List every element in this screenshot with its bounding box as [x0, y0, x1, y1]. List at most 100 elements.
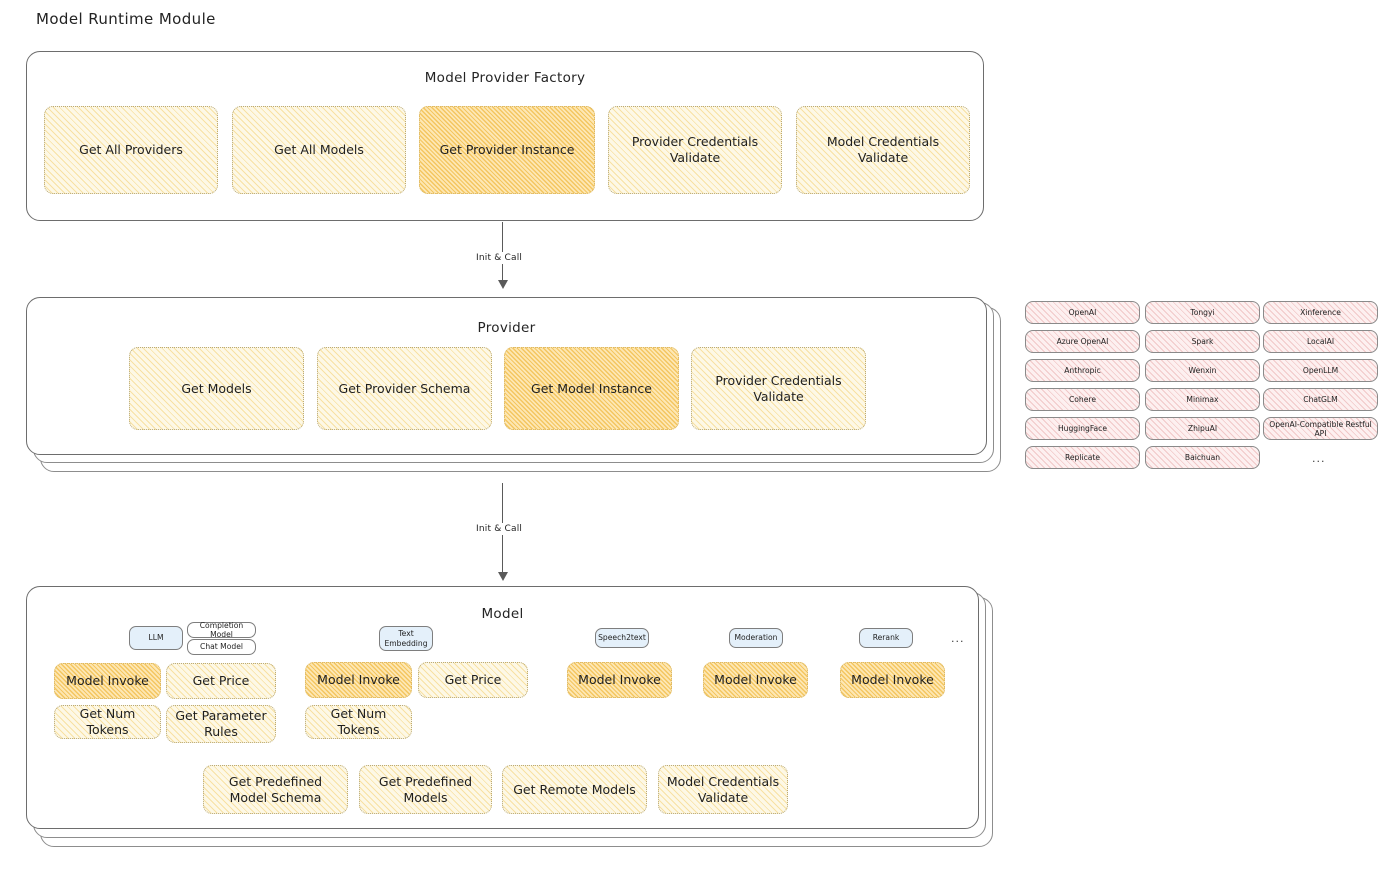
- provider-pill-xinference[interactable]: Xinference: [1263, 301, 1378, 324]
- model-common-get-predefined-model-schema[interactable]: Get Predefined Model Schema: [203, 765, 348, 814]
- factory-node-label: Get All Providers: [79, 142, 183, 157]
- arrow-factory-to-provider-head: [498, 280, 508, 289]
- factory-node-get-all-models[interactable]: Get All Models: [232, 106, 406, 194]
- method-label: Get Remote Models: [513, 781, 636, 797]
- llm-method-get-price[interactable]: Get Price: [166, 663, 276, 699]
- provider-pill-tongyi[interactable]: Tongyi: [1145, 301, 1260, 324]
- provider-pill-spark[interactable]: Spark: [1145, 330, 1260, 353]
- provider-list-more: ...: [1312, 452, 1326, 465]
- provider-pill-openllm[interactable]: OpenLLM: [1263, 359, 1378, 382]
- provider-pill-label: Cohere: [1068, 395, 1097, 404]
- model-provider-factory-title: Model Provider Factory: [424, 70, 586, 86]
- model-common-model-credentials-validate[interactable]: Model Credentials Validate: [658, 765, 788, 814]
- model-subtype-label: Chat Model: [200, 642, 243, 652]
- model-type-badge-llm[interactable]: LLM: [129, 626, 183, 650]
- factory-node-label: Get All Models: [274, 142, 364, 157]
- llm-method-get-num-tokens[interactable]: Get Num Tokens: [54, 705, 161, 739]
- method-label: Get Predefined Model Schema: [228, 773, 323, 805]
- provider-node-get-provider-schema[interactable]: Get Provider Schema: [317, 347, 492, 430]
- provider-pill-label: LocalAI: [1306, 337, 1335, 346]
- arrow-provider-to-model-label: Init & Call: [472, 523, 527, 535]
- provider-node-label: Get Model Instance: [531, 380, 652, 396]
- provider-pill-label: Xinference: [1300, 308, 1341, 317]
- provider-pill-label: Baichuan: [1184, 453, 1221, 462]
- provider-pill-cohere[interactable]: Cohere: [1025, 388, 1140, 411]
- provider-pill-zhipuai[interactable]: ZhipuAI: [1145, 417, 1260, 440]
- provider-pill-label: Replicate: [1064, 453, 1101, 462]
- provider-pill-label: OpenAI-Compatible Restful API: [1269, 419, 1372, 438]
- model-type-badge-rerank[interactable]: Rerank: [859, 628, 913, 648]
- model-type-badge-text-embedding[interactable]: Text Embedding: [379, 626, 433, 651]
- speech2text-method-model-invoke[interactable]: Model Invoke: [567, 662, 672, 698]
- provider-pill-label: HuggingFace: [1057, 424, 1108, 433]
- provider-pill-label: Tongyi: [1190, 308, 1215, 317]
- page-title: Model Runtime Module: [36, 10, 216, 28]
- method-label: Get Price: [444, 672, 502, 687]
- provider-pill-azure-openai[interactable]: Azure OpenAI: [1025, 330, 1140, 353]
- provider-pill-replicate[interactable]: Replicate: [1025, 446, 1140, 469]
- text-embedding-method-get-num-tokens[interactable]: Get Num Tokens: [305, 705, 412, 739]
- model-type-badge-speech2text[interactable]: Speech2text: [595, 628, 649, 648]
- text-embedding-method-get-price[interactable]: Get Price: [418, 662, 528, 698]
- model-type-label: LLM: [148, 633, 164, 643]
- llm-method-model-invoke[interactable]: Model Invoke: [54, 663, 161, 699]
- method-label: Model Invoke: [66, 673, 149, 688]
- text-embedding-method-model-invoke[interactable]: Model Invoke: [305, 662, 412, 698]
- method-label: Model Invoke: [714, 672, 797, 687]
- factory-node-get-provider-instance[interactable]: Get Provider Instance: [419, 106, 595, 194]
- factory-node-provider-credentials-validate[interactable]: Provider Credentials Validate: [608, 106, 782, 194]
- provider-node-provider-credentials-validate[interactable]: Provider Credentials Validate: [691, 347, 866, 430]
- provider-pill-huggingface[interactable]: HuggingFace: [1025, 417, 1140, 440]
- model-common-get-predefined-models[interactable]: Get Predefined Models: [359, 765, 492, 814]
- model-subtype-badge-completion-model[interactable]: Completion Model: [187, 621, 256, 639]
- provider-pill-anthropic[interactable]: Anthropic: [1025, 359, 1140, 382]
- model-type-label: Moderation: [734, 633, 778, 643]
- method-label: Model Credentials Validate: [666, 773, 780, 805]
- llm-method-get-parameter-rules[interactable]: Get Parameter Rules: [166, 705, 276, 743]
- provider-pill-openai-compatible-restful-api[interactable]: OpenAI-Compatible Restful API: [1263, 417, 1378, 440]
- provider-pill-minimax[interactable]: Minimax: [1145, 388, 1260, 411]
- provider-pill-label: OpenAI: [1068, 308, 1097, 317]
- provider-node-get-model-instance[interactable]: Get Model Instance: [504, 347, 679, 430]
- model-type-badge-moderation[interactable]: Moderation: [729, 628, 783, 648]
- provider-pill-label: ChatGLM: [1303, 395, 1338, 404]
- provider-pill-label: ZhipuAI: [1187, 424, 1218, 433]
- rerank-method-model-invoke[interactable]: Model Invoke: [840, 662, 945, 698]
- provider-node-label: Provider Credentials Validate: [715, 372, 842, 404]
- model-type-label: Speech2text: [598, 633, 646, 643]
- provider-pill-localai[interactable]: LocalAI: [1263, 330, 1378, 353]
- arrow-provider-to-model-head: [498, 572, 508, 581]
- method-label: Get Price: [192, 673, 250, 688]
- model-title: Model: [481, 606, 524, 622]
- model-type-label: Text Embedding: [384, 629, 428, 648]
- provider-title: Provider: [477, 320, 536, 336]
- method-label: Get Num Tokens: [79, 706, 136, 737]
- factory-node-label: Provider Credentials Validate: [631, 134, 759, 165]
- model-subtype-badge-chat-model[interactable]: Chat Model: [187, 639, 256, 655]
- provider-pill-wenxin[interactable]: Wenxin: [1145, 359, 1260, 382]
- moderation-method-model-invoke[interactable]: Model Invoke: [703, 662, 808, 698]
- provider-pill-label: Azure OpenAI: [1056, 337, 1109, 346]
- provider-pill-label: Wenxin: [1188, 366, 1217, 375]
- factory-node-label: Get Provider Instance: [439, 142, 575, 157]
- provider-pill-baichuan[interactable]: Baichuan: [1145, 446, 1260, 469]
- provider-node-label: Get Models: [181, 380, 252, 396]
- model-common-get-remote-models[interactable]: Get Remote Models: [502, 765, 647, 814]
- model-types-more: ...: [951, 632, 965, 645]
- factory-node-get-all-providers[interactable]: Get All Providers: [44, 106, 218, 194]
- method-label: Get Predefined Models: [378, 773, 473, 805]
- provider-pill-label: Anthropic: [1064, 366, 1101, 375]
- provider-pill-chatglm[interactable]: ChatGLM: [1263, 388, 1378, 411]
- provider-pill-label: OpenLLM: [1302, 366, 1339, 375]
- method-label: Get Num Tokens: [330, 706, 387, 737]
- arrow-factory-to-provider-label: Init & Call: [472, 252, 527, 264]
- provider-node-get-models[interactable]: Get Models: [129, 347, 304, 430]
- factory-node-model-credentials-validate[interactable]: Model Credentials Validate: [796, 106, 970, 194]
- provider-pill-openai[interactable]: OpenAI: [1025, 301, 1140, 324]
- method-label: Model Invoke: [578, 672, 661, 687]
- method-label: Model Invoke: [317, 672, 400, 687]
- model-type-label: Rerank: [872, 633, 900, 643]
- provider-pill-label: Spark: [1191, 337, 1214, 346]
- provider-node-label: Get Provider Schema: [338, 380, 471, 396]
